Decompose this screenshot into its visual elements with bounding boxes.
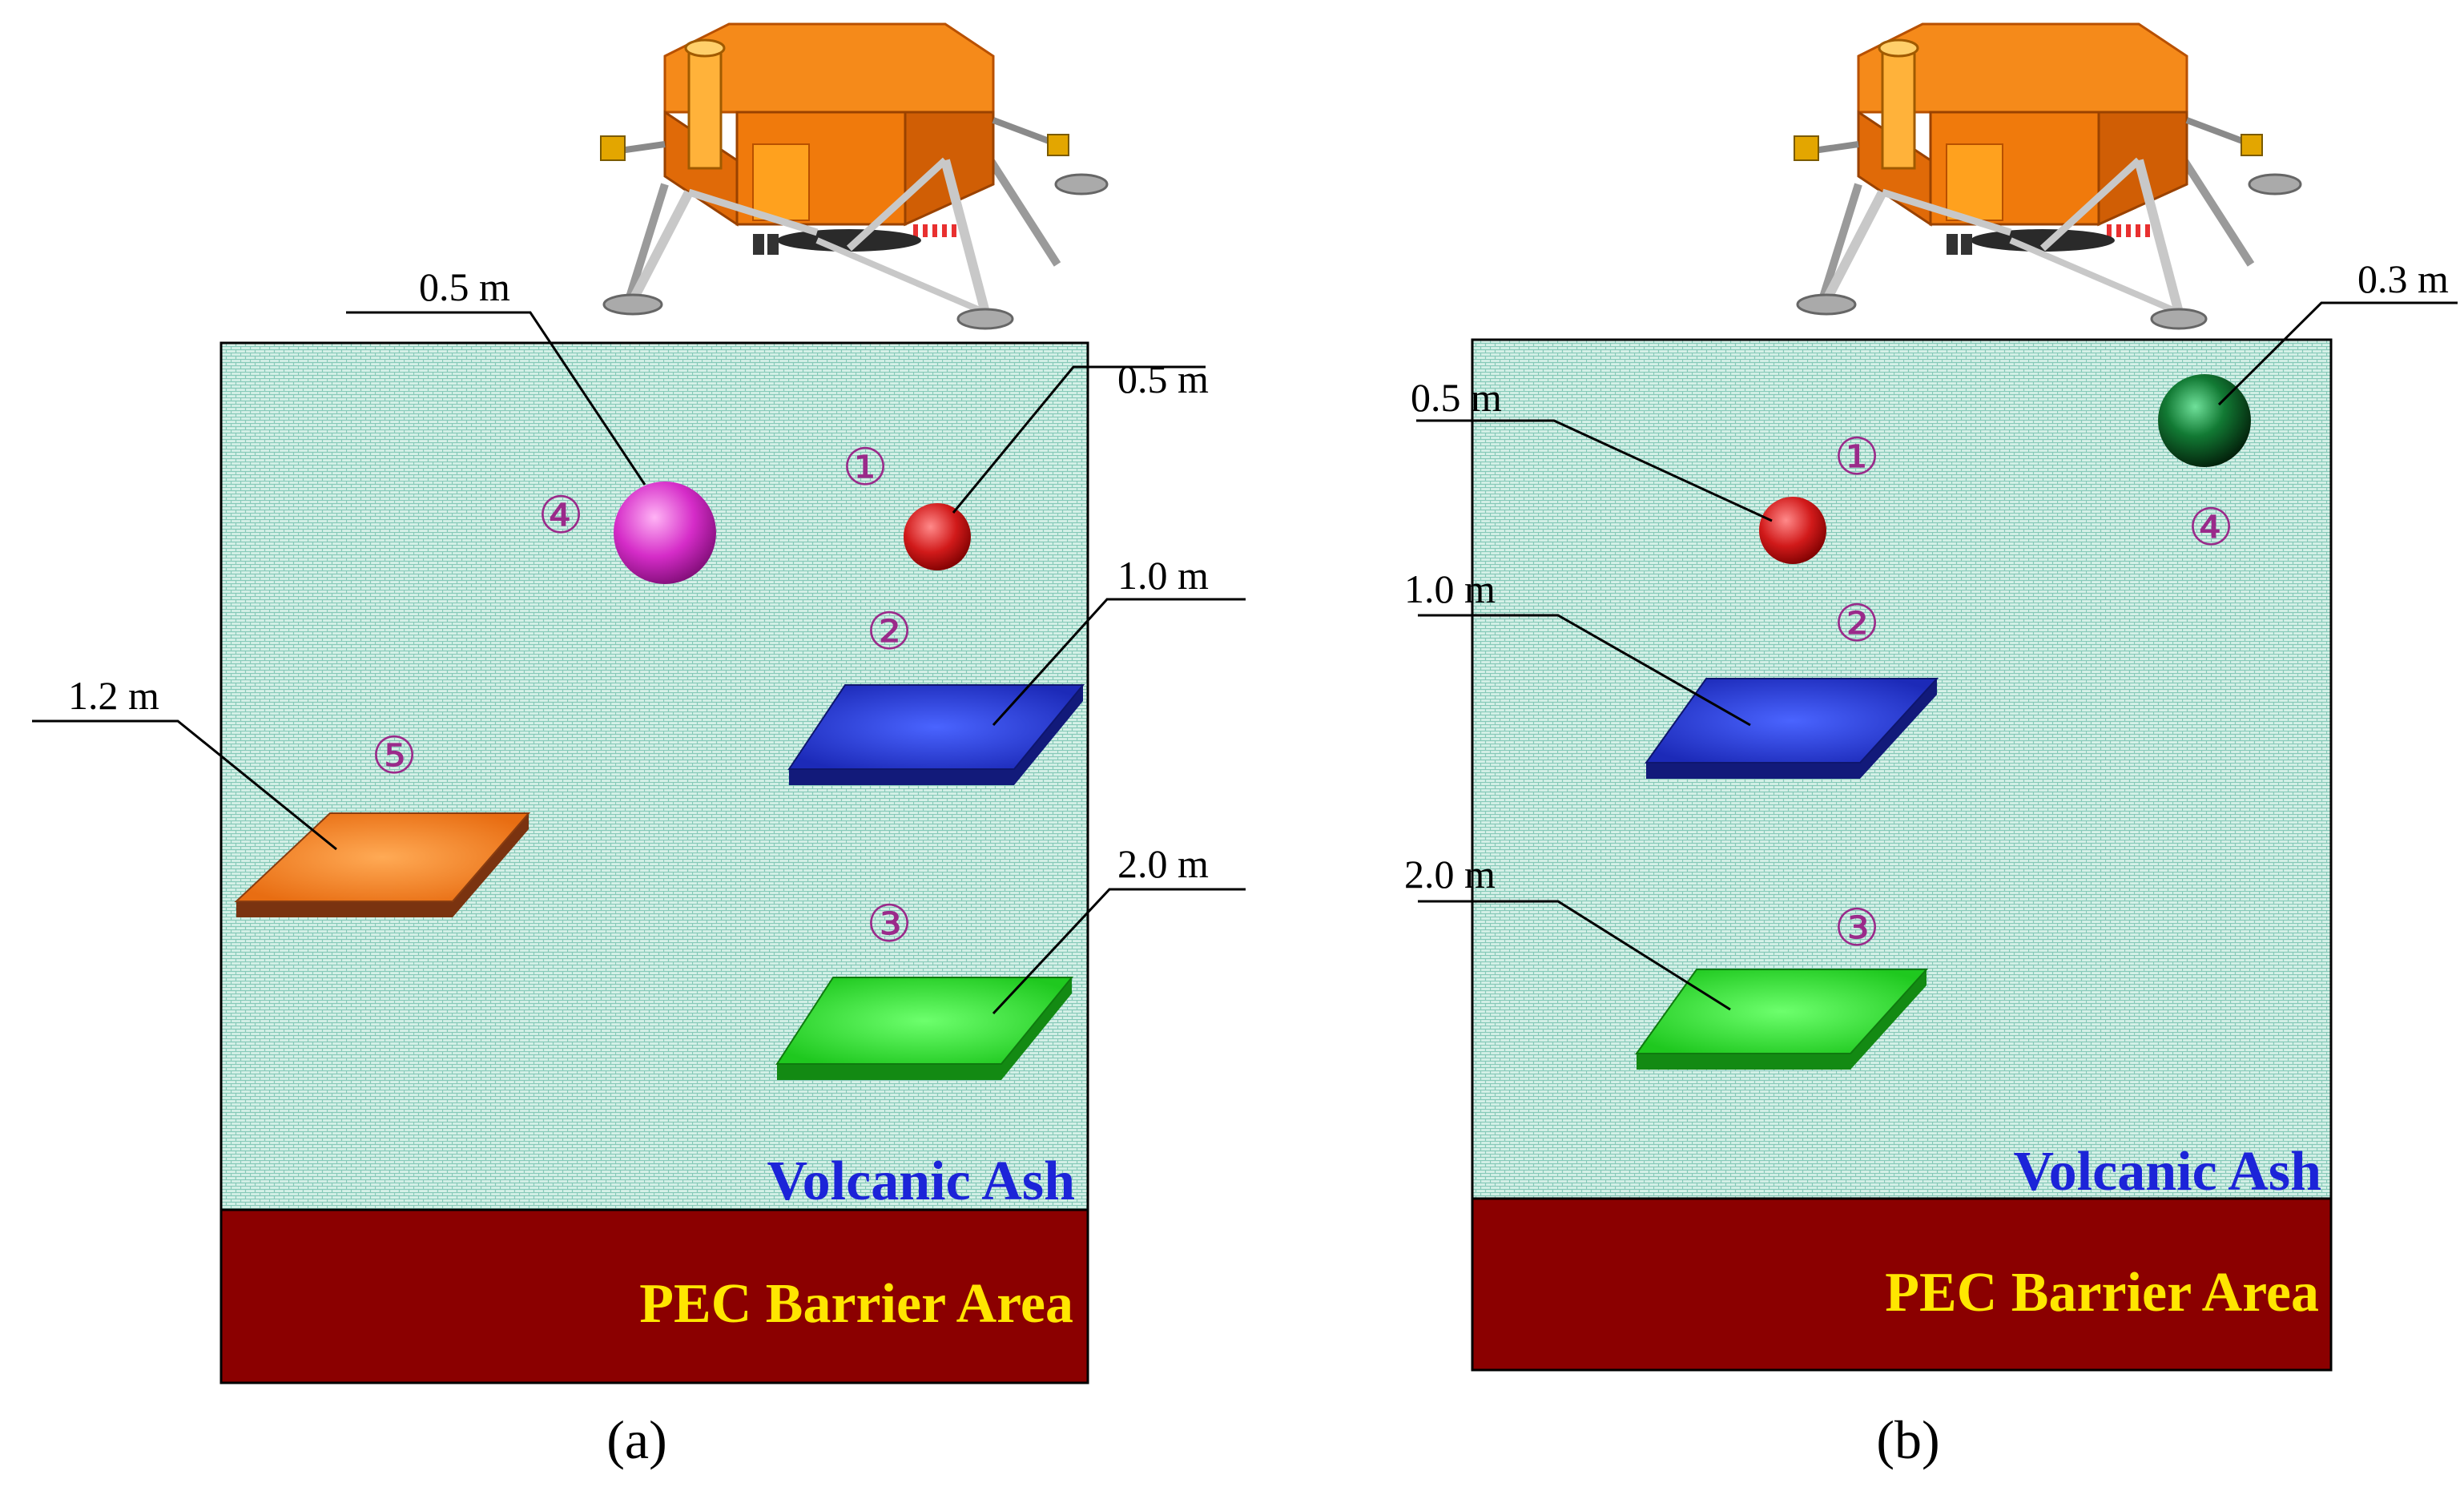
target-4-size-label: 0.3 m bbox=[2357, 256, 2449, 301]
pec-barrier-label: PEC Barrier Area bbox=[1885, 1262, 2319, 1324]
target-1-sphere bbox=[1759, 497, 1826, 564]
lunar-lander-icon bbox=[601, 24, 1107, 328]
target-1-number: ① bbox=[1834, 429, 1879, 486]
target-1-size-label: 0.5 m bbox=[1411, 375, 1502, 420]
target-5-number: ⑤ bbox=[371, 727, 417, 784]
target-3-size-label: 2.0 m bbox=[1404, 852, 1496, 897]
target-3-leader-line bbox=[1418, 900, 1731, 1011]
target-3-plate bbox=[775, 977, 1074, 1065]
target-5-leader-line bbox=[32, 719, 337, 851]
target-4-leader-line bbox=[2217, 301, 2458, 406]
volcanic-ash-region bbox=[1471, 338, 2333, 1200]
target-3-size-label: 2.0 m bbox=[1117, 841, 1209, 886]
target-5-size-label: 1.2 m bbox=[68, 673, 159, 718]
target-4-number: ④ bbox=[537, 487, 583, 544]
target-4-leader-line bbox=[346, 311, 646, 486]
target-2-plate bbox=[1645, 678, 1939, 764]
volcanic-ash-label: Volcanic Ash bbox=[2014, 1141, 2321, 1203]
panel-a: Volcanic Ash PEC Barrier Area ④ 0.5 m ① … bbox=[32, 24, 1246, 1470]
target-2-size-label: 1.0 m bbox=[1117, 553, 1209, 598]
target-2-number: ② bbox=[1834, 595, 1879, 652]
target-2-leader-line bbox=[992, 598, 1246, 727]
target-3-number: ③ bbox=[866, 896, 912, 953]
target-3-leader-line bbox=[992, 888, 1246, 1015]
target-5-plate bbox=[234, 812, 531, 902]
panel-a-caption: (a) bbox=[606, 1409, 666, 1470]
target-4-sphere bbox=[614, 482, 716, 584]
target-3-plate bbox=[1635, 969, 1929, 1054]
target-1-size-label: 0.5 m bbox=[1117, 357, 1209, 401]
target-2-size-label: 1.0 m bbox=[1404, 566, 1496, 611]
volcanic-ash-label: Volcanic Ash bbox=[767, 1151, 1075, 1212]
target-4-number: ④ bbox=[2188, 499, 2233, 556]
target-1-leader-line bbox=[1416, 419, 1773, 522]
pec-barrier-region bbox=[219, 1208, 1089, 1384]
panel-b-caption: (b) bbox=[1876, 1409, 1939, 1470]
target-4-size-label: 0.5 m bbox=[419, 264, 510, 309]
target-3-number: ③ bbox=[1834, 900, 1879, 957]
target-2-number: ② bbox=[866, 603, 912, 660]
pec-barrier-region bbox=[1471, 1197, 2333, 1372]
target-2-leader-line bbox=[1418, 614, 1751, 727]
lunar-lander-icon bbox=[1794, 24, 2301, 328]
pec-barrier-label: PEC Barrier Area bbox=[639, 1273, 1073, 1335]
target-1-number: ① bbox=[842, 439, 888, 496]
target-1-leader-line bbox=[952, 365, 1206, 514]
target-1-sphere bbox=[904, 503, 971, 570]
panel-b: Volcanic Ash PEC Barrier Area ④ 0.3 m ① … bbox=[1404, 24, 2458, 1470]
